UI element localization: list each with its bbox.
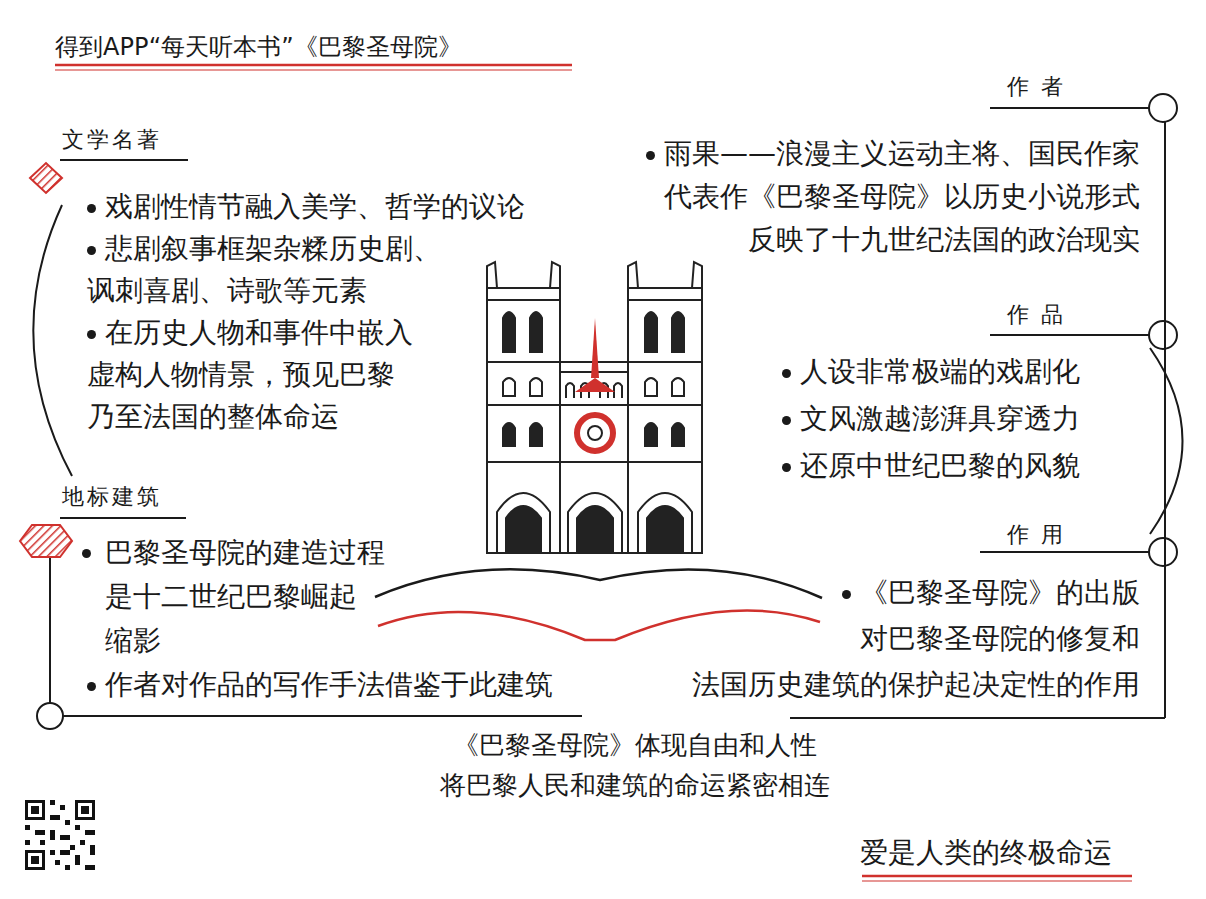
right-branch-lines-part	[1164, 122, 1166, 718]
qr-code-part	[55, 860, 60, 865]
mind-map-branch: 作者雨果——浪漫主义运动主将、国民作家 代表作《巴黎圣母院》以历史小说形式 反映…	[600, 72, 1150, 261]
cathedral-illustration-part	[487, 461, 702, 463]
cathedral-illustration-part	[672, 423, 684, 446]
right-branch-lines-part	[980, 551, 1149, 553]
title: 得到APP“每天听本书”《巴黎圣母院》	[55, 32, 462, 62]
mind-map-branch: 作用《巴黎圣母院》的出版 对巴黎圣母院的修复和 法国历史建筑的保护起决定性的作用	[660, 520, 1150, 708]
qr-code-part	[25, 825, 30, 830]
heading-icon-part	[20, 525, 72, 557]
qr-code-part	[80, 840, 85, 845]
cathedral-illustration-part	[568, 493, 622, 553]
qr-code-part	[25, 850, 45, 870]
title-underline	[55, 65, 572, 70]
qr-code-part	[28, 803, 42, 817]
bullet-text: 在历史人物和事件中嵌入 虚构人物情景，预见巴黎 乃至法国的整体命运	[62, 312, 562, 438]
closing-note: 爱是人类的终极命运	[860, 835, 1145, 871]
branch-heading: 文学名著	[62, 125, 562, 155]
bullet-text: 悲剧叙事框架杂糅历史剧、 讽刺喜剧、诗歌等元素	[62, 228, 562, 312]
qr-code-part	[31, 806, 39, 814]
qr-code-part	[78, 803, 92, 817]
left-branch-lines-part	[63, 715, 582, 717]
cathedral-illustration-part	[628, 299, 702, 301]
cathedral-illustration-part	[647, 506, 683, 553]
cathedral-illustration-part	[645, 312, 657, 352]
right-branch-lines-part	[990, 107, 1149, 109]
qr-code-part	[25, 800, 45, 820]
cathedral-illustration-part	[672, 378, 684, 396]
qr-code-part	[85, 830, 95, 835]
bullet-text: 《巴黎圣母院》的出版 对巴黎圣母院的修复和 法国历史建筑的保护起决定性的作用	[670, 570, 1140, 708]
bullet-text: 人设非常极端的戏剧化	[770, 348, 1150, 395]
left-branch-lines-part	[60, 517, 186, 519]
qr-code-part	[31, 856, 39, 864]
qr-code-part	[28, 853, 42, 867]
central-note: 《巴黎圣母院》体现自由和人性 将巴黎人民和建筑的命运紧密相连	[405, 725, 865, 805]
connector-arc	[1150, 348, 1183, 534]
cathedral-illustration-part	[588, 426, 602, 440]
qr-code-part	[65, 865, 70, 870]
cathedral-illustration-part	[577, 506, 613, 553]
bullet-text: 戏剧性情节融入美学、哲学的议论	[62, 186, 562, 228]
qr-code-part	[50, 850, 55, 855]
branch-heading: 作用	[660, 520, 1150, 550]
bullet-text: 文风激越澎湃具穿透力	[770, 395, 1150, 442]
cathedral-illustration-part	[506, 506, 541, 553]
qr-code-part	[60, 850, 70, 855]
cathedral-illustration-part	[645, 423, 657, 446]
qr-code-part	[65, 820, 70, 825]
qr-code-part	[85, 865, 95, 870]
cathedral-illustration-part	[638, 493, 692, 553]
mind-map-branch: 作品人设非常极端的戏剧化文风激越澎湃具穿透力还原中世纪巴黎的风貌	[770, 300, 1150, 489]
closing-underline-part	[862, 875, 1132, 878]
mind-map-branch: 文学名著戏剧性情节融入美学、哲学的议论悲剧叙事框架杂糅历史剧、 讽刺喜剧、诗歌等…	[62, 125, 562, 438]
bullet-text: 雨果——浪漫主义运动主将、国民作家 代表作《巴黎圣母院》以历史小说形式 反映了十…	[640, 132, 1140, 261]
right-branch-lines-part	[1149, 94, 1177, 122]
branch-heading: 地标建筑	[62, 476, 602, 512]
title-underline-part	[55, 64, 572, 67]
qr-code-part	[40, 840, 45, 845]
bullet-text: 巴黎圣母院的建造过程 是十二世纪巴黎崛起 缩影	[62, 531, 400, 663]
qr-code-part	[75, 800, 95, 820]
qr-code-part	[50, 815, 60, 820]
qr-code-part	[75, 825, 80, 830]
cathedral-illustration-part	[497, 493, 550, 553]
bullet-text: 还原中世纪巴黎的风貌	[770, 442, 1150, 489]
mind-map-branch: 地标建筑巴黎圣母院的建造过程 是十二世纪巴黎崛起 缩影作者对作品的写作手法借鉴于…	[62, 476, 602, 707]
qr-code-part	[50, 800, 55, 805]
qr-code-part	[70, 845, 75, 850]
qr-code-part	[35, 830, 45, 835]
right-branch-lines-part	[1149, 321, 1177, 349]
qr-code-part	[60, 835, 70, 840]
closing-underline-part	[862, 880, 1132, 881]
cathedral-illustration-part	[628, 288, 702, 553]
cathedral-illustration-part	[577, 415, 613, 451]
bullet-text: 作者对作品的写作手法借鉴于此建筑	[62, 663, 602, 707]
qr-code-part	[81, 806, 89, 814]
left-branch-lines-part	[49, 557, 51, 703]
heading-icon-part	[30, 163, 62, 193]
cathedral-illustration-part	[628, 262, 702, 288]
title-underline-part	[55, 69, 572, 70]
left-branch-lines-part	[60, 159, 188, 161]
cathedral-illustration-part	[645, 378, 657, 396]
cathedral-illustration-part	[672, 312, 684, 352]
cathedral-illustration-part	[591, 318, 599, 378]
qr-code	[25, 800, 95, 870]
left-branch-lines	[37, 160, 582, 729]
right-branch-lines-part	[1149, 538, 1177, 566]
right-branch-lines-part	[790, 717, 1165, 719]
left-branch-lines-part	[37, 703, 63, 729]
qr-code-part	[50, 830, 55, 840]
cathedral-illustration-part	[575, 378, 615, 392]
branch-heading: 作品	[770, 300, 1150, 330]
qr-code-part	[75, 855, 80, 865]
qr-code-part	[90, 845, 95, 855]
branch-heading: 作者	[600, 72, 1150, 102]
right-branch-lines-part	[990, 334, 1149, 336]
closing-underline	[862, 876, 1132, 881]
qr-code-part	[60, 805, 65, 810]
qr-code-part	[25, 840, 30, 845]
